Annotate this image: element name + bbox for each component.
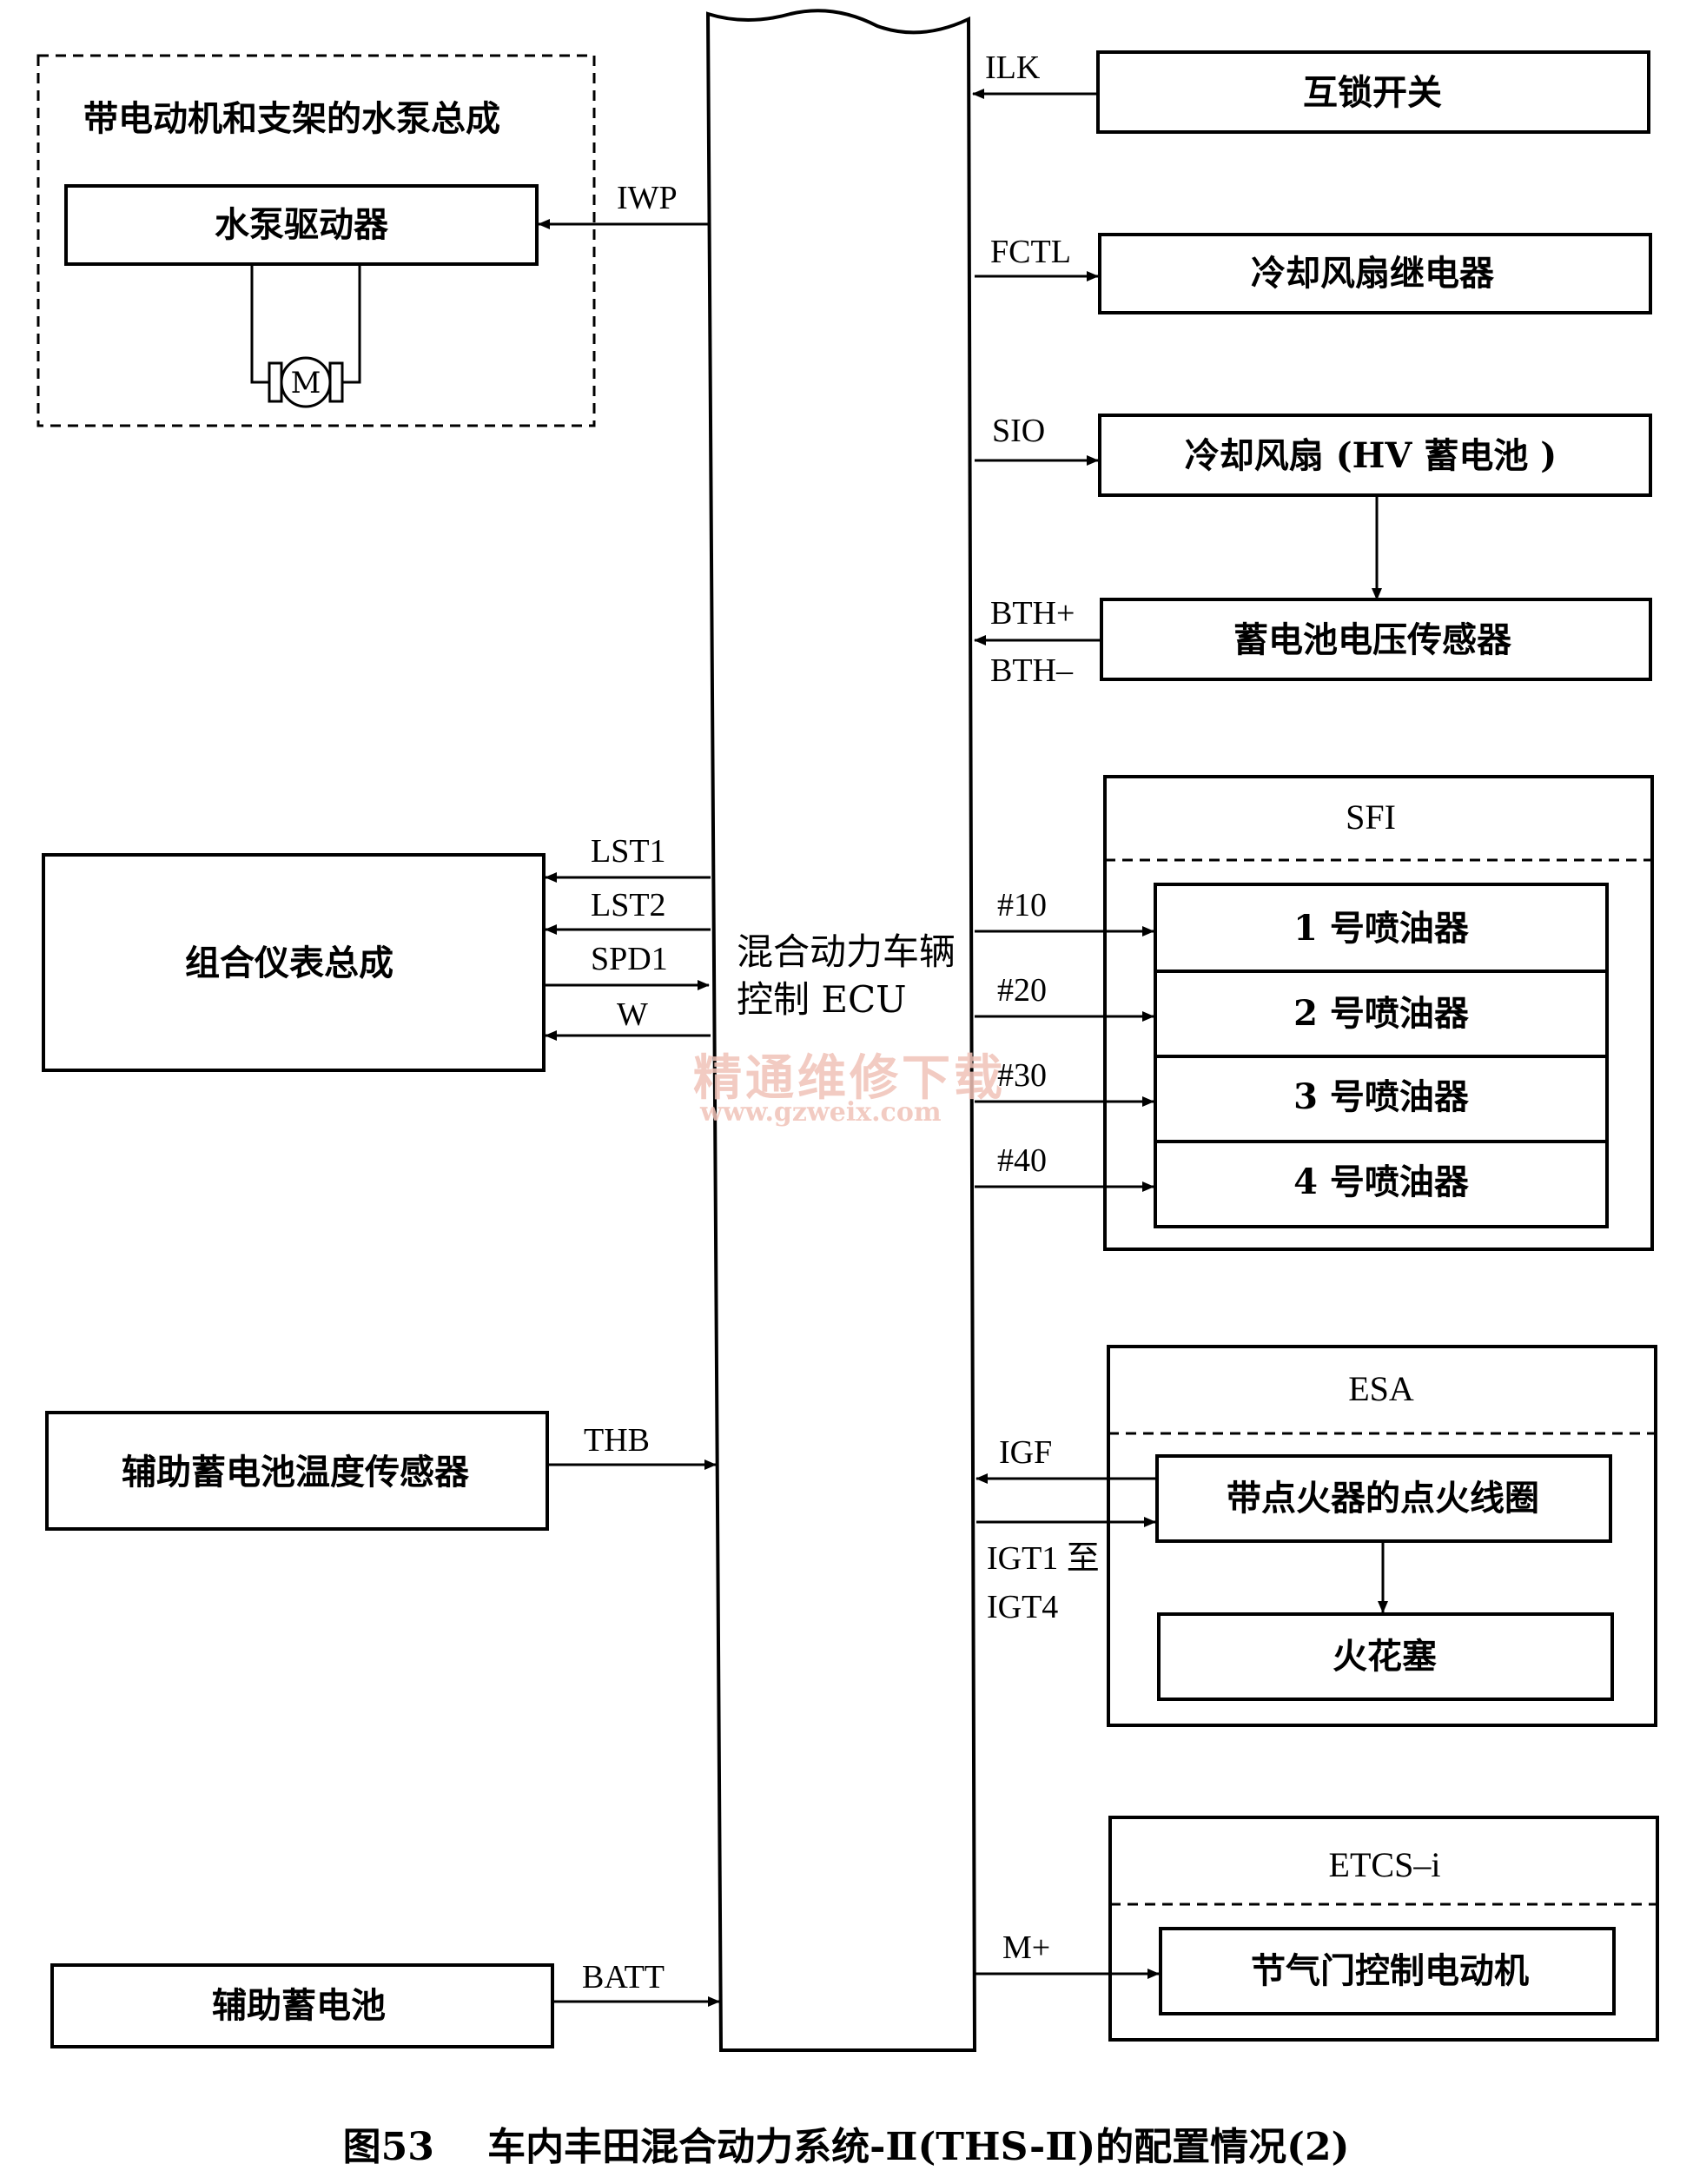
signal-w: W [617,996,648,1033]
signal-30: #30 [997,1057,1047,1094]
aux-battery-label: 辅助蓄电池 [212,1985,386,2026]
signal-bth-minus: BTH– [990,652,1074,689]
signal-lst2: LST2 [591,887,666,923]
signal-sio: SIO [992,413,1045,449]
injector-3-box: 3 号喷油器 [1154,1055,1609,1143]
signal-igt-line1: IGT1 至 [987,1540,1100,1577]
motor-symbol: M [291,366,321,400]
esa-group: ESA 带点火器的点火线圈 火花塞 [1107,1345,1657,1727]
signal-spd1: SPD1 [591,941,668,977]
etcs-title: ETCS–i [1329,1845,1441,1884]
combination-meter-box: 组合仪表总成 [42,853,546,1072]
spark-plug-box: 火花塞 [1157,1612,1614,1701]
watermark-line1: 精通维修下载 [693,1049,1006,1107]
water-pump-driver-label: 水泵驱动器 [215,204,389,245]
aux-battery-temp-sensor-box: 辅助蓄电池温度传感器 [45,1411,549,1531]
etcs-group: ETCS–i 节气门控制电动机 [1108,1816,1659,2042]
signal-20: #20 [997,972,1047,1009]
cooling-fan-relay-label: 冷却风扇继电器 [1251,253,1495,294]
injector-4-box: 4 号喷油器 [1154,1140,1609,1228]
signal-40: #40 [997,1142,1047,1179]
injector-4-label: 4 号喷油器 [1293,1161,1470,1202]
injector-1-label: 1 号喷油器 [1293,908,1470,949]
ignition-coil-label: 带点火器的点火线圈 [1227,1478,1539,1519]
signal-lst1: LST1 [591,833,666,870]
signal-m-plus: M+ [1002,1929,1050,1966]
signal-batt: BATT [582,1959,665,1995]
battery-voltage-sensor-label: 蓄电池电压传感器 [1233,619,1512,660]
cooling-fan-relay-box: 冷却风扇继电器 [1098,233,1652,314]
watermark: 精通维修下载 www.gzweix.com [693,1049,1006,1128]
water-pump-assembly: 带电动机和支架的水泵总成 水泵驱动器 M [36,54,596,427]
water-pump-assembly-title: 带电动机和支架的水泵总成 [83,98,500,139]
water-pump-driver-box: 水泵驱动器 [64,184,539,266]
signal-10: #10 [997,887,1047,923]
signal-bth-plus: BTH+ [990,595,1075,632]
ecu-label-line1: 混合动力车辆 [737,930,956,973]
cooling-fan-hv-label: 冷却风扇 (HV 蓄电池 ) [1185,435,1557,476]
spark-plug-label: 火花塞 [1333,1636,1437,1677]
battery-voltage-sensor-box: 蓄电池电压传感器 [1100,598,1652,681]
aux-battery-temp-sensor-label: 辅助蓄电池温度传感器 [122,1452,470,1492]
sfi-group: SFI 1 号喷油器 2 号喷油器 3 号喷油器 4 号喷油器 [1103,775,1654,1251]
watermark-line2: www.gzweix.com [699,1097,942,1128]
motor-icon: M [268,356,344,408]
hybrid-vehicle-ecu: 混合动力车辆 控制 ECU [705,9,977,2052]
injector-3-label: 3 号喷油器 [1293,1076,1470,1117]
interlock-switch-box: 互锁开关 [1096,50,1650,134]
signal-igf: IGF [999,1434,1052,1471]
injector-2-label: 2 号喷油器 [1293,993,1470,1034]
esa-title: ESA [1348,1369,1414,1408]
interlock-switch-label: 互锁开关 [1303,72,1442,113]
throttle-motor-box: 节气门控制电动机 [1159,1927,1616,2015]
signal-igt-line2: IGT4 [987,1589,1058,1625]
ignition-coil-box: 带点火器的点火线圈 [1155,1454,1612,1543]
throttle-motor-label: 节气门控制电动机 [1251,1950,1529,1991]
injector-2-box: 2 号喷油器 [1154,970,1609,1058]
combination-meter-label: 组合仪表总成 [185,943,393,983]
figure-caption: 图53 车内丰田混合动力系统-Ⅱ(THS-Ⅱ)的配置情况(2) [343,2125,1350,2169]
signal-fctl: FCTL [990,234,1071,270]
cooling-fan-hv-box: 冷却风扇 (HV 蓄电池 ) [1098,414,1652,497]
aux-battery-box: 辅助蓄电池 [50,1963,554,2048]
ecu-label-line2: 控制 ECU [737,978,907,1021]
signal-ilk: ILK [985,50,1041,86]
sfi-title: SFI [1346,797,1396,837]
signal-iwp: IWP [617,180,678,216]
signal-thb: THB [584,1422,650,1459]
injector-1-box: 1 号喷油器 [1154,883,1609,973]
